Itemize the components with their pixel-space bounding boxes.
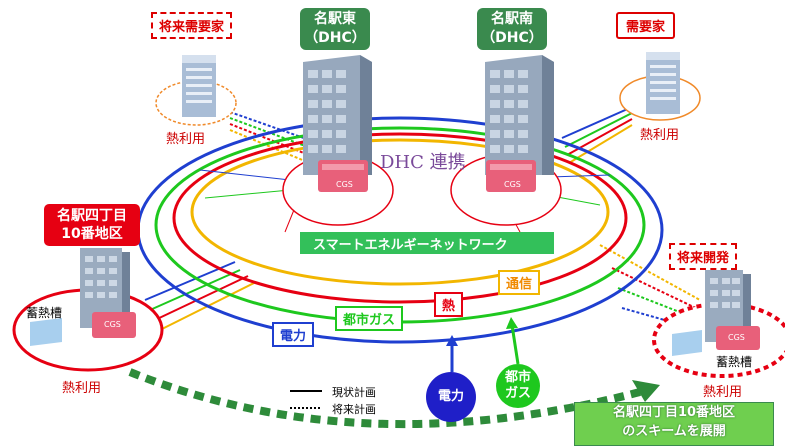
future-demand-building xyxy=(182,55,216,117)
east-dhc-name: 名駅東 xyxy=(314,11,356,27)
ring-label-gas: 都市ガス xyxy=(335,306,404,331)
gas-source-line2: ガス xyxy=(504,386,531,401)
expansion-arrow xyxy=(128,368,642,429)
gas-source-line1: 都市 xyxy=(504,370,531,385)
south-dhc-sub: （DHC） xyxy=(481,30,543,46)
block10-name: 名駅四丁目 xyxy=(57,208,127,224)
east-cgs-unit xyxy=(318,160,368,192)
block10-tag: 名駅四丁目 10番地区 xyxy=(44,204,140,246)
block10-heat-use: 熱利用 xyxy=(62,381,102,396)
block10-sub: 10番地区 xyxy=(61,226,123,242)
south-tower xyxy=(485,55,554,175)
comm-ring xyxy=(190,138,610,286)
scheme-callout: 名駅四丁目10番地区 のスキームを展開 xyxy=(574,402,774,446)
future-demand-heat-use: 熱利用 xyxy=(166,132,206,147)
heat-ring xyxy=(172,132,628,304)
south-cgs-unit xyxy=(486,160,536,192)
south-cgs-label: CGS xyxy=(504,180,521,189)
block10-cgs-label: CGS xyxy=(104,320,121,329)
dhc-link-label: DHC 連携 xyxy=(380,152,466,173)
scheme-line2: のスキームを展開 xyxy=(622,424,726,439)
east-tower xyxy=(303,55,372,175)
ring-label-comm: 通信 xyxy=(498,270,541,295)
smart-network-bar xyxy=(300,232,554,254)
south-dhc-name: 名駅南 xyxy=(491,11,533,27)
gas-arrow xyxy=(510,324,520,365)
legend-future-label: 将来計画 xyxy=(332,403,376,416)
legend-current-label: 現状計画 xyxy=(332,386,376,399)
block10-building xyxy=(30,248,136,346)
future-dev-heat-use: 熱利用 xyxy=(703,385,743,400)
demand-tag: 需要家 xyxy=(616,12,676,39)
smart-network-label: スマートエネルギーネットワーク xyxy=(313,238,508,253)
demand-building xyxy=(646,52,680,114)
east-dhc-tag: 名駅東 （DHC） xyxy=(300,8,370,50)
future-dev-cgs-label: CGS xyxy=(728,333,745,342)
ring-label-power: 電力 xyxy=(272,322,315,347)
scheme-line1: 名駅四丁目10番地区 xyxy=(612,405,736,420)
future-demand-tag: 将来需要家 xyxy=(151,12,233,39)
block10-storage-label: 蓄熱槽 xyxy=(26,306,63,320)
gas-source: 都市 ガス xyxy=(496,364,540,408)
future-dev-tag: 将来開発 xyxy=(669,243,738,270)
future-dev-storage-label: 蓄熱槽 xyxy=(716,355,753,369)
power-source-label: 電力 xyxy=(437,389,464,404)
east-dhc-sub: （DHC） xyxy=(304,30,366,46)
ring-label-heat: 熱 xyxy=(434,292,464,317)
east-cgs-label: CGS xyxy=(336,180,353,189)
south-dhc-tag: 名駅南 （DHC） xyxy=(477,8,547,50)
power-source: 電力 xyxy=(426,372,476,422)
future-dev-building xyxy=(672,270,760,356)
demand-heat-use: 熱利用 xyxy=(640,128,680,143)
